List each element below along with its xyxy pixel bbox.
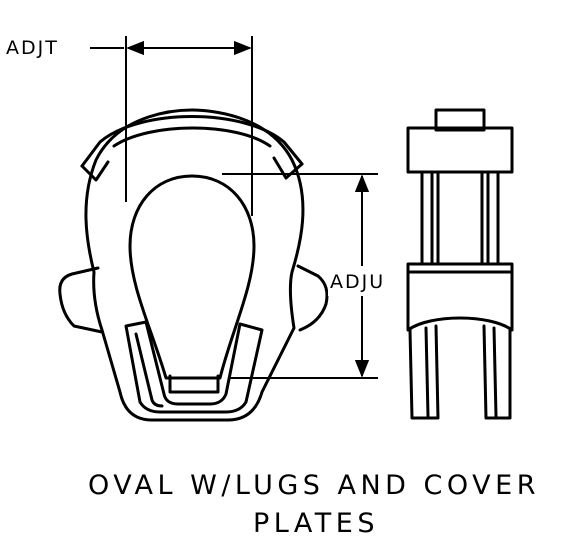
right-plate-notch [272, 156, 304, 180]
top-block [406, 126, 514, 174]
bottom-plate-outer [124, 320, 264, 414]
adjt-dimension [90, 36, 253, 216]
right-lug [296, 264, 329, 332]
left-lug [58, 266, 104, 334]
center-block [406, 262, 514, 332]
right-leg [482, 324, 512, 420]
top-plate-outer [80, 115, 304, 168]
top-plate-inner [112, 126, 272, 148]
left-leg [408, 324, 440, 420]
left-leg-inner [424, 326, 430, 418]
left-plate-notch [80, 160, 110, 182]
front-view [58, 108, 329, 422]
adjt-label: ADJT [6, 37, 59, 59]
caption-line-2: PLATES [253, 508, 379, 537]
top-cap [434, 108, 486, 132]
caption-line-1: OVAL W/LUGS AND COVER [88, 470, 540, 501]
side-view [406, 108, 514, 420]
right-rod [480, 170, 500, 266]
adju-label-bg [328, 266, 408, 296]
bottom-plate-inner [134, 332, 164, 408]
inner-opening [128, 174, 256, 380]
adju-label: ADJU [330, 271, 385, 293]
inner-bottom-strip [168, 374, 220, 394]
right-leg-inner [492, 326, 498, 418]
outer-body [84, 108, 305, 422]
left-rod [420, 170, 440, 266]
